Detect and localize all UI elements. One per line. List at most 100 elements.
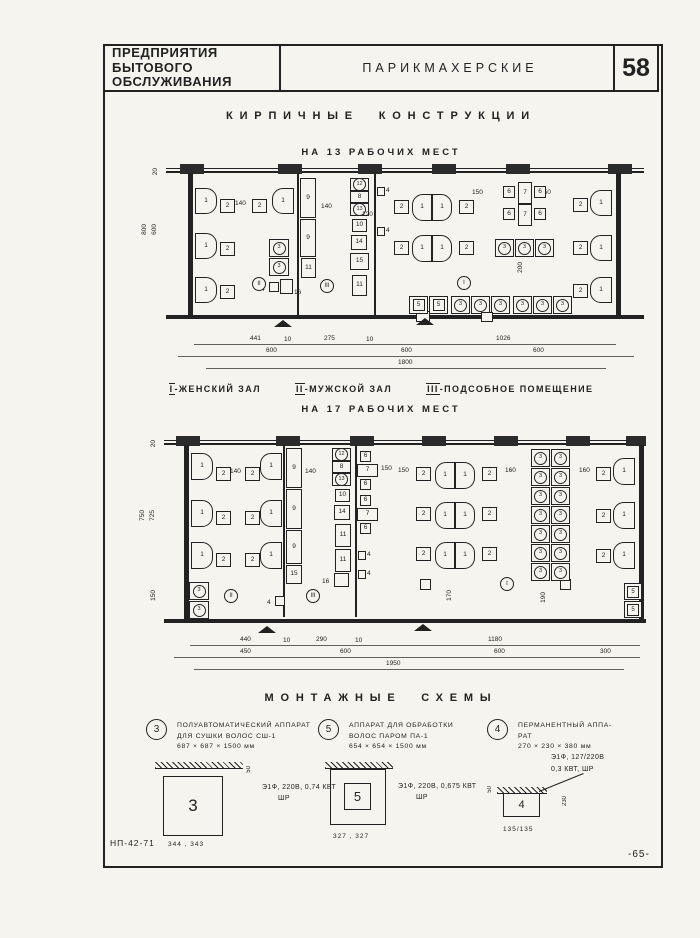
plan-hwall <box>164 443 646 445</box>
desc-line: 270 × 230 × 380 мм <box>518 743 592 751</box>
plan-box <box>334 573 349 587</box>
dim-50: 50 <box>246 766 252 773</box>
plan-box: 11 <box>352 275 367 296</box>
plan-dimline <box>174 657 640 658</box>
plan-box: 9 <box>300 178 316 218</box>
page-number: -65- <box>628 849 650 860</box>
plan-box: 6 <box>534 186 546 198</box>
plan-txt: 4 <box>367 570 371 577</box>
plan-box: 8 <box>332 461 351 473</box>
org-line: ПРЕДПРИЯТИЯ <box>112 45 218 61</box>
legend-item: III-ПОДСОБНОЕ ПОМЕЩЕНИЕ <box>426 383 593 395</box>
plan-box: 2 <box>220 242 235 256</box>
plan-cbox: 3 <box>515 239 534 257</box>
montage-item-4: 4 ПЕРМАНЕНТНЫЙ АППА- РАТ 270 × 230 × 380… <box>487 719 637 753</box>
plan-vtxt: 800 <box>141 224 148 235</box>
plan-vtxt: 20 <box>152 168 159 176</box>
plan-txt: 600 <box>266 347 277 354</box>
plan-box <box>269 282 279 292</box>
plan-box: 2 <box>220 285 235 299</box>
plan-col <box>494 436 518 446</box>
plan-box: 2 <box>482 467 497 481</box>
plan-cbox: 3 <box>495 239 514 257</box>
montage-item-5: 5 АППАРАТ ДЛЯ ОБРАБОТКИ ВОЛОС ПАРОМ ПА-1… <box>318 719 478 753</box>
plan-door <box>481 312 493 322</box>
plan-cbox: 3 <box>269 258 289 276</box>
plan-txt: 150 <box>472 189 483 196</box>
plan-box: 2 <box>245 511 260 525</box>
plan-chairR: 1 <box>191 542 213 569</box>
plan-box: 9 <box>286 489 302 529</box>
plan-circ: I <box>457 276 471 290</box>
plan-txt: 10 <box>284 336 292 343</box>
plan-box: 11 <box>335 549 351 572</box>
org-line: БЫТОВОГО <box>112 59 194 75</box>
plan-box: 2 <box>416 547 431 561</box>
plan-vwall <box>355 445 357 617</box>
plan-col <box>358 164 382 174</box>
plan-cbox: 3 <box>551 487 570 505</box>
plan-txt: 10 <box>355 637 363 644</box>
item-number-circle: 4 <box>487 719 508 740</box>
plan-box: 7 <box>518 182 532 204</box>
plan-box <box>275 596 285 606</box>
dim-230: 230 <box>562 796 568 807</box>
plan-bbox: 5 <box>624 583 642 600</box>
desc-line: АППАРАТ ДЛЯ ОБРАБОТКИ <box>349 722 454 729</box>
plan-bbox: 5 <box>409 296 428 314</box>
plan-cbox: 3 <box>451 296 470 314</box>
plan-box: 2 <box>596 549 611 563</box>
apparatus-3-outline: 3 <box>163 776 223 836</box>
item-description: ПЕРМАНЕНТНЫЙ АППА- РАТ 270 × 230 × 380 м… <box>518 719 612 753</box>
sheet-number: 58 <box>613 46 657 90</box>
plan-txt: 600 <box>494 648 505 655</box>
plan-box: 2 <box>252 199 267 213</box>
plan-tri <box>414 624 432 631</box>
organization-name: ПРЕДПРИЯТИЯ БЫТОВОГО ОБСЛУЖИВАНИЯ <box>105 46 281 90</box>
legend-label: -МУЖСКОЙ ЗАЛ <box>304 384 393 394</box>
plan-cbox: 3 <box>531 468 550 486</box>
plan-txt: 600 <box>533 347 544 354</box>
plan-dimline <box>190 645 640 646</box>
plan-txt: 4 <box>367 551 371 558</box>
plan-txt: 120 <box>362 211 373 218</box>
plan-tri <box>416 318 434 325</box>
plan-col <box>506 164 530 174</box>
plan-vtxt: 190 <box>540 592 547 603</box>
plan-col <box>566 436 590 446</box>
plan-chairR: 1 <box>455 502 475 529</box>
plan-col <box>278 164 302 174</box>
plan-chairR: 1 <box>195 188 217 214</box>
plan-cbox: 3 <box>513 296 532 314</box>
plan-dimline <box>194 669 624 670</box>
desc-line: ДЛЯ СУШКИ ВОЛОС СШ-1 <box>177 732 277 740</box>
plan-chairR: 1 <box>455 542 475 569</box>
apparatus-4-outline: 4 <box>503 793 540 817</box>
plan13-title: НА 13 РАБОЧИХ МЕСТ <box>301 147 461 158</box>
plan-box: 6 <box>360 523 371 534</box>
plan-box <box>420 579 431 590</box>
plan-box: 8 <box>350 191 369 203</box>
plan-txt: 290 <box>316 636 327 643</box>
plan-box: 14 <box>334 505 350 520</box>
plan-hwall <box>164 440 646 441</box>
plan-dimline <box>206 368 606 369</box>
plan-box: 2 <box>416 507 431 521</box>
plan-cbox: 3 <box>553 296 572 314</box>
plan-txt: 1950 <box>386 660 401 667</box>
plan-box: 6 <box>360 495 371 506</box>
plan-circ: I <box>500 577 514 591</box>
plan-chairR: 1 <box>195 277 217 303</box>
plan-box: 11 <box>301 258 316 278</box>
plan-hwall <box>166 168 644 169</box>
desc-line: ВОЛОС ПАРОМ ПА-1 <box>349 732 429 740</box>
plan-chairL: 1 <box>412 235 432 262</box>
plan-circ: II <box>252 277 266 291</box>
plan-box: 9 <box>286 448 302 488</box>
plan-vwall <box>184 445 189 619</box>
plan-vwall <box>297 173 299 315</box>
plan-box: 15 <box>350 253 369 270</box>
desc-line: ПОЛУАВТОМАТИЧЕСКИЙ АППАРАТ <box>177 722 311 729</box>
plan-bbox: 5 <box>624 601 642 618</box>
plan-box: 2 <box>482 507 497 521</box>
